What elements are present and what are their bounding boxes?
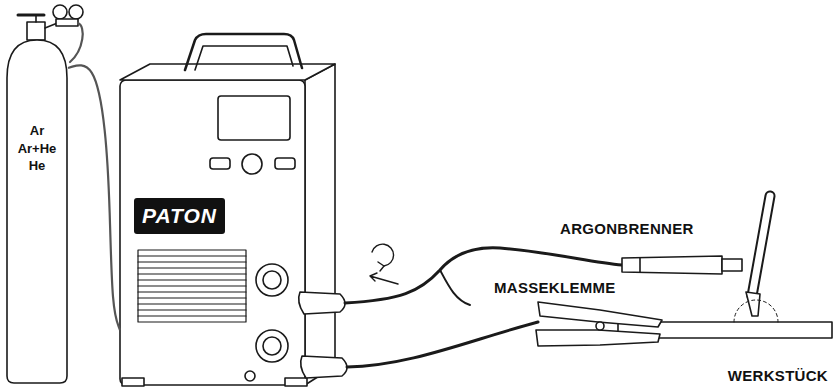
gas-cylinder: ArAr+HeHe xyxy=(6,38,68,384)
valve-stem xyxy=(35,15,37,22)
torch-cable xyxy=(440,270,470,305)
socket xyxy=(256,264,288,296)
torch-nozzle xyxy=(746,292,760,316)
socket xyxy=(256,330,288,362)
torch-grip xyxy=(639,258,641,272)
gas-hose xyxy=(70,23,83,62)
gas-type: He xyxy=(29,157,46,175)
gas-types: ArAr+HeHe xyxy=(6,122,68,175)
torch-angle xyxy=(734,300,778,322)
ground-cable xyxy=(347,322,538,367)
welding-machine: PATON xyxy=(120,80,305,385)
button xyxy=(210,158,230,169)
machine-handle xyxy=(195,46,293,70)
ground-clamp-jaw xyxy=(536,330,660,346)
vent-grille xyxy=(138,250,246,322)
torch-head xyxy=(752,196,770,296)
clamp-label: MASSEKLEMME xyxy=(492,279,618,296)
rotate-symbol xyxy=(378,262,384,271)
machine-foot xyxy=(285,378,307,386)
cylinder-valve xyxy=(27,22,45,40)
gas-hose xyxy=(68,65,120,330)
push-arrow xyxy=(370,273,398,284)
display xyxy=(218,96,290,140)
machine-front xyxy=(120,80,305,385)
torch-handle xyxy=(622,256,722,274)
socket xyxy=(263,271,281,289)
brand-logo: PATON xyxy=(134,198,225,234)
torch-cable xyxy=(345,248,622,303)
machine-foot xyxy=(122,378,144,386)
regulator-body xyxy=(56,19,78,26)
cylinder-outline xyxy=(7,40,67,383)
button xyxy=(275,158,295,169)
gas-type: Ar xyxy=(30,122,44,140)
machine-side xyxy=(305,64,335,385)
valve-handle xyxy=(18,14,44,17)
torch-head xyxy=(752,196,770,296)
knob xyxy=(242,154,262,174)
workpiece-label: WERKSTÜCK xyxy=(726,367,830,384)
machine-handle xyxy=(185,34,302,70)
clamp-pivot xyxy=(596,322,604,330)
gas-type: Ar+He xyxy=(18,140,57,158)
torch-neck xyxy=(722,259,742,271)
socket xyxy=(263,337,281,355)
rotate-symbol xyxy=(372,244,394,266)
cable-plug xyxy=(301,356,347,378)
torch-label: ARGONBRENNER xyxy=(558,220,696,237)
pressure-gauge xyxy=(69,5,83,19)
cable-plug xyxy=(299,292,345,314)
pressure-gauge xyxy=(53,5,67,19)
cylinder-outline xyxy=(6,38,68,384)
gas-port xyxy=(245,371,255,381)
